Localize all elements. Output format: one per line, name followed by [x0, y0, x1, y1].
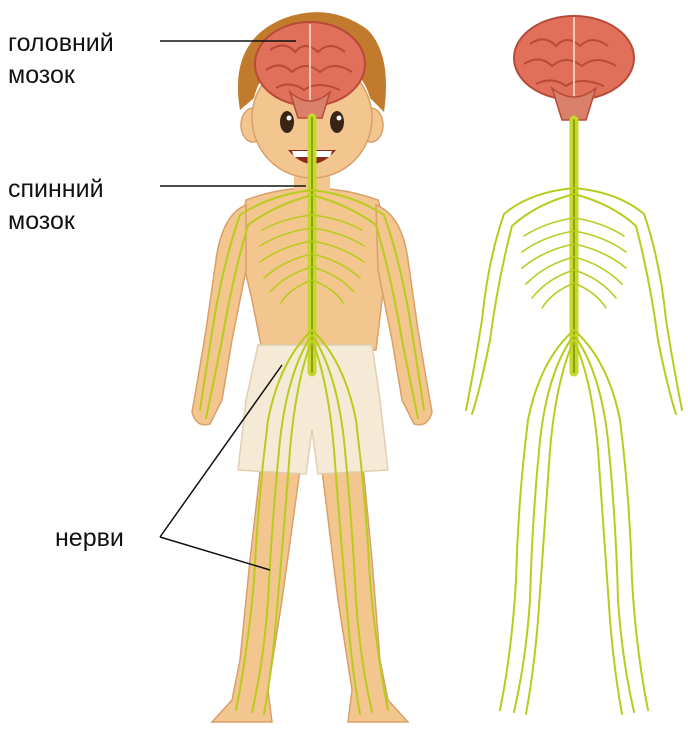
spinal-cord-label-line-1: спинний [8, 173, 104, 205]
brain-label-line-1: головний [8, 27, 114, 59]
spinal-cord-label: спинний мозок [8, 173, 104, 237]
nerves-label: нерви [55, 522, 124, 554]
isolated-nervous-system [466, 120, 682, 714]
brain-label-line-2: мозок [8, 59, 114, 91]
child-right-eye [330, 111, 344, 133]
spinal-cord-label-line-2: мозок [8, 205, 104, 237]
child-left-arm [192, 205, 246, 425]
child-right-arm [376, 205, 432, 425]
child-left-eye [280, 111, 294, 133]
isolated-leg-nerves [500, 330, 648, 714]
brain-label: головний мозок [8, 27, 114, 91]
isolated-brain [514, 16, 634, 120]
